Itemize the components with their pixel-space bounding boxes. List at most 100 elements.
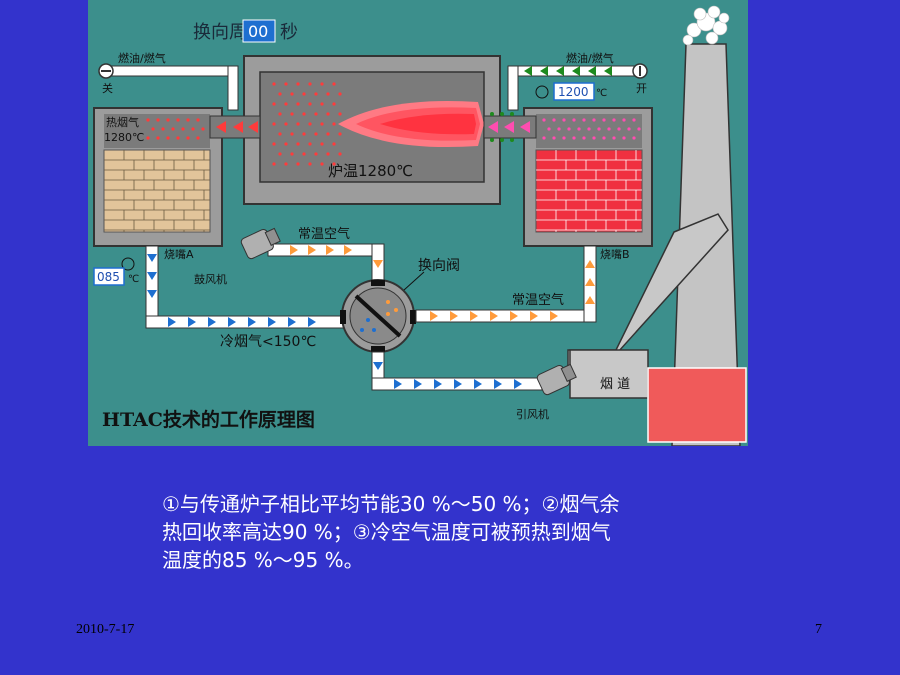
- dot: [542, 136, 546, 140]
- regenerator-a-label: 烧嘴A: [164, 248, 194, 261]
- dot: [290, 132, 294, 136]
- dot: [161, 127, 165, 131]
- diagram-title: HTAC技术的工作原理图: [102, 408, 315, 431]
- dot: [320, 122, 324, 126]
- dot: [302, 132, 306, 136]
- dot: [278, 92, 282, 96]
- dot: [290, 112, 294, 116]
- dot: [272, 82, 276, 86]
- blower-icon: [240, 227, 281, 260]
- dot: [547, 127, 551, 131]
- right-duct-green-dots: [490, 112, 514, 142]
- dot: [577, 127, 581, 131]
- dot: [572, 136, 576, 140]
- left-temp-box[interactable]: [93, 267, 125, 286]
- dot: [332, 102, 336, 106]
- dot: [201, 127, 205, 131]
- dot: [171, 127, 175, 131]
- dot: [181, 127, 185, 131]
- dot: [320, 142, 324, 146]
- dot: [320, 162, 324, 166]
- dot: [320, 82, 324, 86]
- dot: [567, 127, 571, 131]
- dot: [296, 142, 300, 146]
- dot: [622, 136, 626, 140]
- dot: [151, 127, 155, 131]
- dot: [582, 136, 586, 140]
- fuel-left-label: 燃油/燃气: [118, 51, 166, 65]
- dot: [146, 136, 150, 140]
- dot: [284, 102, 288, 106]
- dot: [617, 127, 621, 131]
- caption-line-2: 热回收率高达90 %；③冷空气温度可被预热到烟气: [162, 520, 611, 544]
- dot: [326, 92, 330, 96]
- dot: [308, 82, 312, 86]
- dot: [557, 127, 561, 131]
- fuel-right-arrows: [524, 66, 612, 76]
- fuel-right-state: 开: [636, 82, 647, 95]
- right-brick-lines: [536, 150, 642, 232]
- dot: [272, 102, 276, 106]
- caption-line-3: 温度的85 %～95 %。: [162, 548, 364, 572]
- dot: [308, 122, 312, 126]
- dot: [552, 118, 556, 122]
- left-down-arrows: [147, 254, 157, 298]
- dot: [612, 118, 616, 122]
- dot: [314, 152, 318, 156]
- hot-gas-label: 热烟气: [106, 115, 139, 129]
- cold-gas-label: 冷烟气<150℃: [220, 334, 316, 350]
- dot: [542, 118, 546, 122]
- ambient-top-label: 常温空气: [298, 226, 350, 242]
- exhaust-arrows: [373, 362, 522, 389]
- right-hot-chamber: [536, 114, 642, 148]
- dot: [272, 122, 276, 126]
- dot: [308, 102, 312, 106]
- dot: [308, 162, 312, 166]
- flame: [338, 100, 484, 148]
- dot: [284, 162, 288, 166]
- page-number: 7: [815, 622, 822, 637]
- left-hot-dots: [146, 118, 205, 140]
- dot: [272, 162, 276, 166]
- left-temp-value: 085: [97, 270, 120, 284]
- dot: [290, 152, 294, 156]
- dot: [166, 136, 170, 140]
- dot: [176, 118, 180, 122]
- ambient-right-arrows: [430, 260, 595, 321]
- dot: [338, 92, 342, 96]
- dot: [278, 152, 282, 156]
- footer-date: 2010-7-17: [76, 622, 135, 637]
- right-temp-value: 1200: [558, 85, 589, 99]
- dot: [196, 136, 200, 140]
- right-hot-dots: [542, 118, 641, 140]
- ambient-right-pipe: [415, 309, 593, 323]
- dot: [146, 118, 150, 122]
- dot: [278, 112, 282, 116]
- dot: [632, 136, 636, 140]
- cycle-value: 00: [248, 22, 268, 41]
- dot: [156, 118, 160, 122]
- dot: [326, 152, 330, 156]
- ambient-right-label: 常温空气: [512, 292, 564, 308]
- cycle-value-box[interactable]: [242, 19, 276, 43]
- regenerator-b-label: 烧嘴B: [600, 248, 630, 261]
- dot: [592, 118, 596, 122]
- left-brick-lines: [104, 150, 210, 232]
- reversing-valve-label: 换向阀: [418, 257, 460, 274]
- dot: [587, 127, 591, 131]
- dot: [166, 118, 170, 122]
- dot: [176, 136, 180, 140]
- dot: [592, 136, 596, 140]
- indicator-square: [647, 367, 747, 443]
- cold-gas-arrows: [168, 317, 316, 327]
- htac-diagram: 换向周期 00 秒 炉温1280℃ 热烟气 1280℃: [88, 0, 748, 446]
- dot: [314, 112, 318, 116]
- dot: [612, 136, 616, 140]
- dot: [284, 122, 288, 126]
- dot: [338, 112, 342, 116]
- dot: [637, 127, 641, 131]
- right-temp-box[interactable]: [553, 82, 595, 101]
- blower-label: 鼓风机: [194, 272, 227, 286]
- dot: [332, 122, 336, 126]
- dot: [607, 127, 611, 131]
